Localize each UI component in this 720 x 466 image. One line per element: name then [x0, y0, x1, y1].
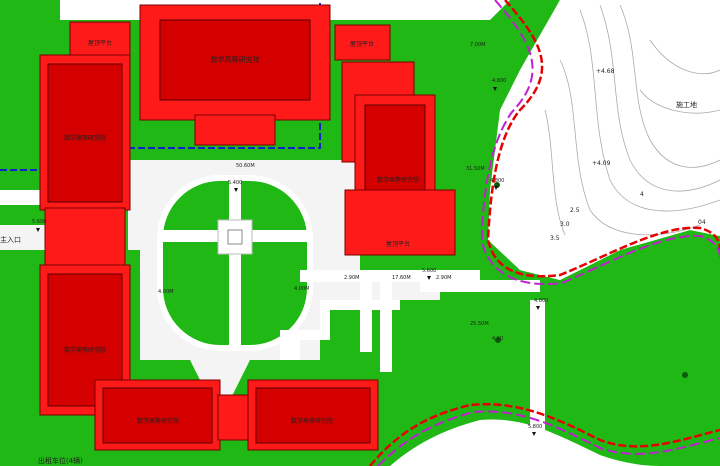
dim-7-00m: 7.00M — [470, 42, 485, 48]
path-east-west — [300, 270, 480, 282]
contour-3-5: 3.5 — [550, 235, 560, 242]
building-south-right-label: 数学高等研究院 — [291, 417, 333, 425]
entrance-label: 主入口 — [0, 235, 21, 244]
dim-5-800-bottom: 5.800 — [528, 424, 542, 430]
roof-platform-nw: 屋顶平台 — [69, 21, 131, 58]
level-markers — [36, 87, 540, 436]
dim-31-50m: 31.50M — [466, 166, 485, 172]
contour-2-5: 2.5 — [570, 207, 580, 214]
contour-labels: +4.68 +4.09 2.5 3.0 3.5 4 04 — [550, 68, 706, 242]
oval-path-vertical — [229, 180, 241, 348]
lawn-top-band — [0, 0, 60, 22]
contour-4-09: +4.09 — [592, 160, 611, 167]
contour-4: 4 — [640, 191, 644, 198]
building-west-lower: 数学高等研究院 — [39, 264, 131, 416]
boundary-red-bottom — [369, 403, 720, 466]
building-west-lower-label: 数学高等研究院 — [64, 346, 106, 354]
building-north-label: 数学高等研究院 — [211, 55, 260, 64]
contour-3-0: 3.0 — [560, 221, 570, 228]
dim-17-60m: 17.60M — [392, 275, 411, 281]
building-north: 数学高等研究院 — [139, 4, 331, 146]
dim-4-00m-right: 4.00M — [294, 286, 309, 292]
dim-5-400-top: 5.400 — [228, 180, 242, 186]
roof-platform-nw-label: 屋顶平台 — [88, 39, 112, 47]
path-right-lawn — [420, 280, 540, 292]
building-west-upper-label: 数学高等研究院 — [64, 134, 106, 142]
building-east: 数学高等研究院 屋顶平台 — [341, 61, 456, 256]
path-west — [0, 190, 40, 205]
building-west-upper: 数学高等研究院 — [39, 54, 131, 211]
road-curve-white — [390, 419, 660, 466]
center-square — [217, 219, 253, 255]
dim-50-60m: 50.60M — [236, 163, 255, 169]
contour-4-68: +4.68 — [596, 68, 615, 75]
dimension-labels: 5.600 5.400 50.60M 4.00M 4.00M 2.90M 17.… — [32, 42, 548, 430]
boundary-purple — [480, 0, 720, 285]
roof-platform-n: 屋顶平台 — [334, 24, 391, 61]
dim-5-600-left: 5.600 — [32, 219, 46, 225]
dim-4-800-right: 4.800 — [492, 78, 506, 84]
building-south-left: 数学高等研究院 — [94, 379, 221, 451]
roof-platform-n-label: 屋顶平台 — [350, 40, 374, 48]
dim-4-800-top: 4.800 — [490, 178, 504, 184]
dim-25-50m: 25.50M — [470, 321, 489, 327]
connector-west — [44, 207, 126, 269]
boundary-purple-bottom — [377, 410, 720, 466]
dim-2-90m-b: 2.90M — [436, 275, 451, 281]
dim-5-600-mid: 5.600 — [422, 268, 436, 274]
dim-4-00m-left: 4.00M — [158, 289, 173, 295]
dim-4-60: 4.60 — [492, 336, 503, 342]
path-east-branch — [360, 282, 372, 352]
connector-south — [217, 394, 251, 441]
center-square-inner — [227, 229, 243, 245]
contour-lines — [544, 4, 720, 236]
edge-labels: 主入口 出租车位(4辆) 施工地 — [0, 100, 697, 465]
roof-platform-e-label: 屋顶平台 — [386, 240, 410, 248]
path-stairs — [280, 300, 400, 360]
parking-label: 出租车位(4辆) — [38, 456, 83, 465]
right-edge-label: 施工地 — [676, 100, 697, 109]
tree-markers — [494, 182, 688, 378]
path-east-branch-2 — [380, 282, 392, 372]
building-south-right: 数学高等研究院 — [247, 379, 379, 451]
terrain-white — [492, 0, 720, 280]
path-south — [530, 300, 545, 440]
boundary-red — [486, 0, 720, 278]
dim-4-800-mid: 4.800 — [534, 298, 548, 304]
building-east-label: 数学高等研究院 — [377, 176, 419, 184]
dim-2-90m-a: 2.90M — [344, 275, 359, 281]
building-south-left-label: 数学高等研究院 — [137, 417, 179, 425]
contour-04: 04 — [698, 219, 706, 226]
